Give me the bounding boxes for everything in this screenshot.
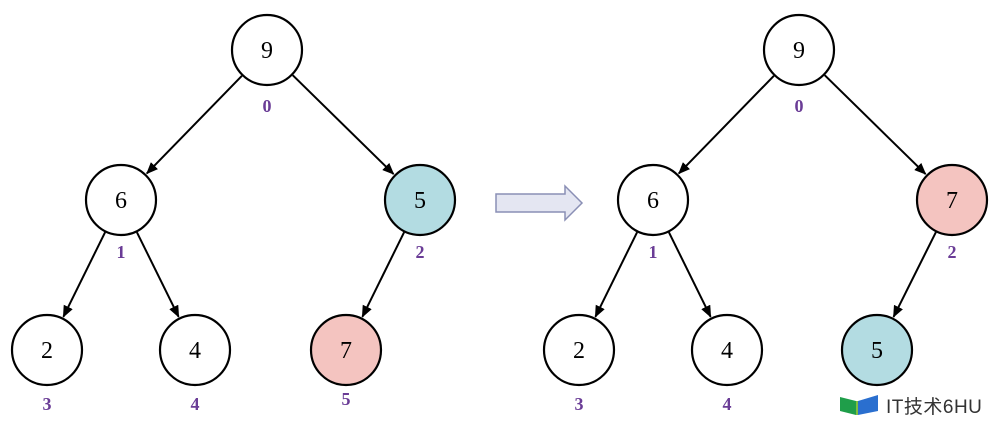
after-node-index: 3	[575, 394, 584, 414]
after-node-index: 0	[795, 96, 804, 116]
before-node-index: 2	[416, 242, 425, 262]
after-edge-0-2	[824, 74, 927, 175]
after-node-5: 5	[840, 313, 914, 387]
before-node-value: 6	[115, 188, 127, 214]
before-node-index: 5	[342, 389, 351, 409]
before-node-value: 5	[414, 188, 426, 214]
after-edge-2-5	[892, 231, 937, 318]
after-node-4: 44	[690, 313, 764, 414]
before-edge-1-4	[136, 231, 180, 318]
tree-edges	[62, 74, 937, 318]
before-node-index: 4	[191, 394, 200, 414]
before-edge-0-1	[146, 75, 243, 175]
before-edge-1-3	[62, 231, 106, 318]
after-node-circle	[690, 313, 764, 387]
right-arrow-icon	[495, 184, 584, 222]
before-node-index: 1	[117, 242, 126, 262]
watermark-text: IT技术6HU	[886, 396, 983, 418]
after-node-0: 90	[762, 13, 836, 116]
before-node-circle	[84, 163, 158, 237]
before-edge-0-2	[292, 74, 395, 175]
before-node-4: 44	[158, 313, 232, 414]
after-node-value: 7	[946, 188, 958, 214]
after-node-1: 61	[616, 163, 690, 262]
after-node-value: 5	[871, 338, 883, 364]
after-node-value: 2	[573, 338, 585, 364]
watermark: IT技术6HU	[838, 390, 982, 420]
before-node-0: 90	[230, 13, 304, 116]
after-node-index: 2	[948, 242, 957, 262]
before-node-circle	[230, 13, 304, 87]
book-logo-icon	[838, 393, 880, 417]
before-node-2: 52	[383, 163, 457, 262]
after-node-circle	[915, 163, 989, 237]
before-node-circle	[158, 313, 232, 387]
after-node-3: 23	[542, 313, 616, 414]
before-node-value: 4	[189, 338, 201, 364]
after-edge-1-3	[594, 231, 638, 318]
before-node-circle	[10, 313, 84, 387]
before-node-circle	[383, 163, 457, 237]
after-node-value: 4	[721, 338, 733, 364]
after-node-circle	[840, 313, 914, 387]
after-edge-0-1	[678, 75, 775, 175]
after-node-circle	[616, 163, 690, 237]
before-edge-2-5	[361, 231, 405, 318]
before-node-index: 3	[43, 394, 52, 414]
before-node-3: 23	[10, 313, 84, 414]
after-node-2: 72	[915, 163, 989, 262]
after-node-value: 9	[793, 38, 805, 64]
after-node-circle	[542, 313, 616, 387]
transition-arrow	[495, 184, 584, 222]
after-node-index: 1	[649, 242, 658, 262]
before-node-value: 9	[261, 38, 273, 64]
before-node-5: 75	[309, 313, 383, 409]
after-edge-1-4	[668, 231, 712, 318]
after-node-index: 4	[723, 394, 732, 414]
after-node-value: 6	[647, 188, 659, 214]
before-node-index: 0	[263, 96, 272, 116]
before-node-value: 7	[340, 338, 352, 364]
before-node-circle	[309, 313, 383, 387]
before-node-1: 61	[84, 163, 158, 262]
before-node-value: 2	[41, 338, 53, 364]
after-node-circle	[762, 13, 836, 87]
